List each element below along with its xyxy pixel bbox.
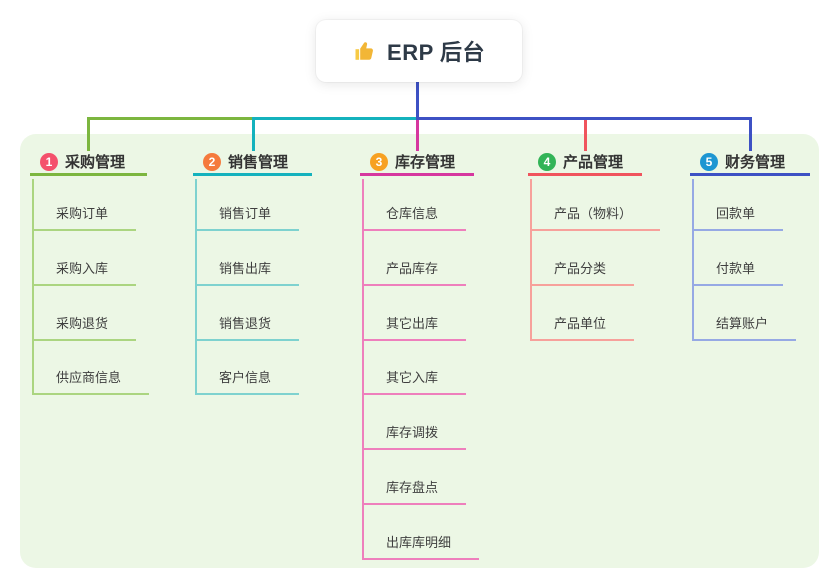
root-title: ERP 后台 [387, 40, 485, 65]
child-label: 结算账户 [716, 316, 769, 331]
connector-line [252, 120, 255, 151]
child-label: 库存调拨 [386, 425, 439, 440]
branch-badge: 4 [538, 152, 556, 171]
child-label: 采购入库 [56, 261, 109, 276]
branch-header-2[interactable]: 2 销售管理 [193, 150, 312, 176]
connector-line [416, 82, 419, 120]
child-label: 供应商信息 [56, 370, 122, 385]
connector-line [692, 179, 694, 341]
child-node[interactable]: 产品单位 [530, 311, 634, 341]
connector-line [530, 179, 532, 341]
child-node[interactable]: 付款单 [692, 256, 783, 286]
child-node[interactable]: 回款单 [692, 201, 783, 231]
diagram-panel [20, 134, 819, 568]
child-node[interactable]: 供应商信息 [32, 365, 149, 395]
child-label: 其它入库 [386, 370, 439, 385]
child-node[interactable]: 采购退货 [32, 311, 136, 341]
child-label: 库存盘点 [386, 480, 439, 495]
child-node[interactable]: 库存调拨 [362, 420, 466, 450]
child-node[interactable]: 销售出库 [195, 256, 299, 286]
child-node[interactable]: 采购订单 [32, 201, 136, 231]
child-label: 产品库存 [386, 261, 439, 276]
connector-line [252, 117, 418, 120]
child-label: 销售出库 [219, 261, 272, 276]
child-label: 销售订单 [219, 206, 272, 221]
child-label: 出库库明细 [386, 535, 452, 550]
child-label: 采购退货 [56, 316, 109, 331]
branch-label: 财务管理 [725, 154, 786, 171]
branch-badge: 3 [370, 152, 388, 171]
child-label: 客户信息 [219, 370, 272, 385]
branch-badge: 2 [203, 152, 221, 171]
child-node[interactable]: 产品库存 [362, 256, 466, 286]
connector-line [416, 120, 419, 151]
child-label: 销售退货 [219, 316, 272, 331]
branch-badge: 5 [700, 152, 718, 171]
child-node[interactable]: 销售退货 [195, 311, 299, 341]
child-node[interactable]: 产品分类 [530, 256, 634, 286]
child-label: 采购订单 [56, 206, 109, 221]
branch-header-5[interactable]: 5 财务管理 [690, 150, 810, 176]
branch-label: 库存管理 [395, 154, 456, 171]
connector-line [87, 117, 255, 120]
connector-line [416, 117, 752, 120]
branch-header-4[interactable]: 4 产品管理 [528, 150, 642, 176]
connector-line [87, 120, 90, 151]
child-label: 回款单 [716, 206, 756, 221]
child-node[interactable]: 其它出库 [362, 311, 466, 341]
branch-label: 采购管理 [65, 154, 126, 171]
child-node[interactable]: 出库库明细 [362, 530, 479, 560]
child-node[interactable]: 销售订单 [195, 201, 299, 231]
child-node[interactable]: 产品（物料） [530, 201, 660, 231]
connector-line [362, 179, 364, 560]
branch-header-3[interactable]: 3 库存管理 [360, 150, 474, 176]
branch-label: 产品管理 [563, 154, 624, 171]
connector-line [32, 179, 34, 395]
child-label: 产品单位 [554, 316, 607, 331]
connector-line [749, 120, 752, 151]
connector-line [584, 120, 587, 151]
child-label: 仓库信息 [386, 206, 439, 221]
branch-header-1[interactable]: 1 采购管理 [30, 150, 147, 176]
child-label: 产品分类 [554, 261, 607, 276]
child-label: 其它出库 [386, 316, 439, 331]
branch-badge: 1 [40, 152, 58, 171]
child-node[interactable]: 采购入库 [32, 256, 136, 286]
child-node[interactable]: 客户信息 [195, 365, 299, 395]
root-node[interactable]: ERP 后台 [316, 20, 522, 82]
child-node[interactable]: 库存盘点 [362, 475, 466, 505]
thumbs-up-icon [353, 39, 377, 63]
child-node[interactable]: 仓库信息 [362, 201, 466, 231]
child-label: 付款单 [716, 261, 756, 276]
child-label: 产品（物料） [554, 206, 633, 221]
child-node[interactable]: 其它入库 [362, 365, 466, 395]
branch-label: 销售管理 [228, 154, 289, 171]
connector-line [195, 179, 197, 395]
child-node[interactable]: 结算账户 [692, 311, 796, 341]
